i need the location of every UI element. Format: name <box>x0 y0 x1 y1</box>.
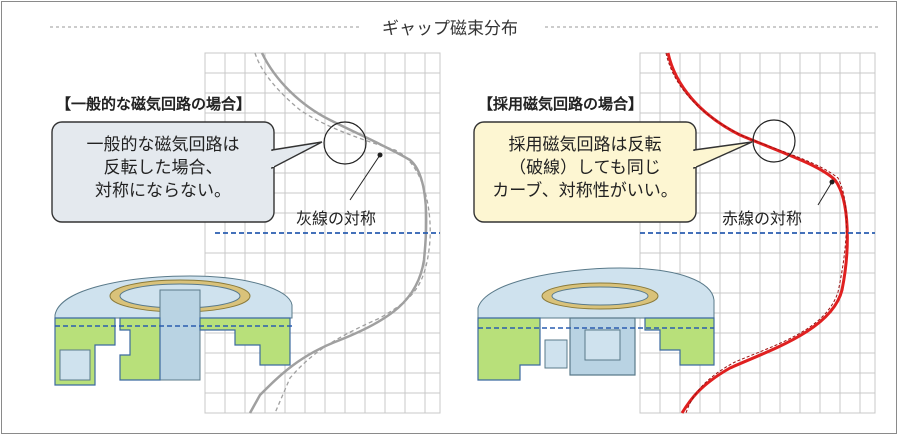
left-annotation-leader <box>349 154 381 201</box>
right-annotation-leader <box>817 181 833 206</box>
right-callout-shape <box>473 121 753 223</box>
right-annotation: 赤線の対称 <box>722 209 803 228</box>
figure-title: ギャップ磁束分布 <box>360 14 540 39</box>
left-callout-shape <box>51 121 323 223</box>
right-heading: 【採用磁気回路の場合】 <box>478 95 644 113</box>
right-magnet-cutaway <box>477 267 715 381</box>
left-annotation: 灰線の対称 <box>296 209 377 228</box>
right-flux-curve-reversed <box>665 52 847 414</box>
right-callout-text: 採用磁気回路は反転 （破線）しても同じ カーブ、対称性がいい。 <box>492 135 678 201</box>
left-flux-curve-reversed <box>254 52 431 414</box>
left-magnet-cutaway <box>54 275 293 386</box>
left-flux-curve <box>248 52 428 414</box>
left-heading: 【一般的な磁気回路の場合】 <box>56 95 252 113</box>
right-annotation-dot <box>829 179 835 185</box>
left-callout-text: 一般的な磁気回路は 反転した場合、 対称にならない。 <box>86 135 240 201</box>
left-highlight-circle <box>323 121 367 165</box>
right-highlight-circle <box>752 119 796 163</box>
left-annotation-dot <box>377 152 383 158</box>
